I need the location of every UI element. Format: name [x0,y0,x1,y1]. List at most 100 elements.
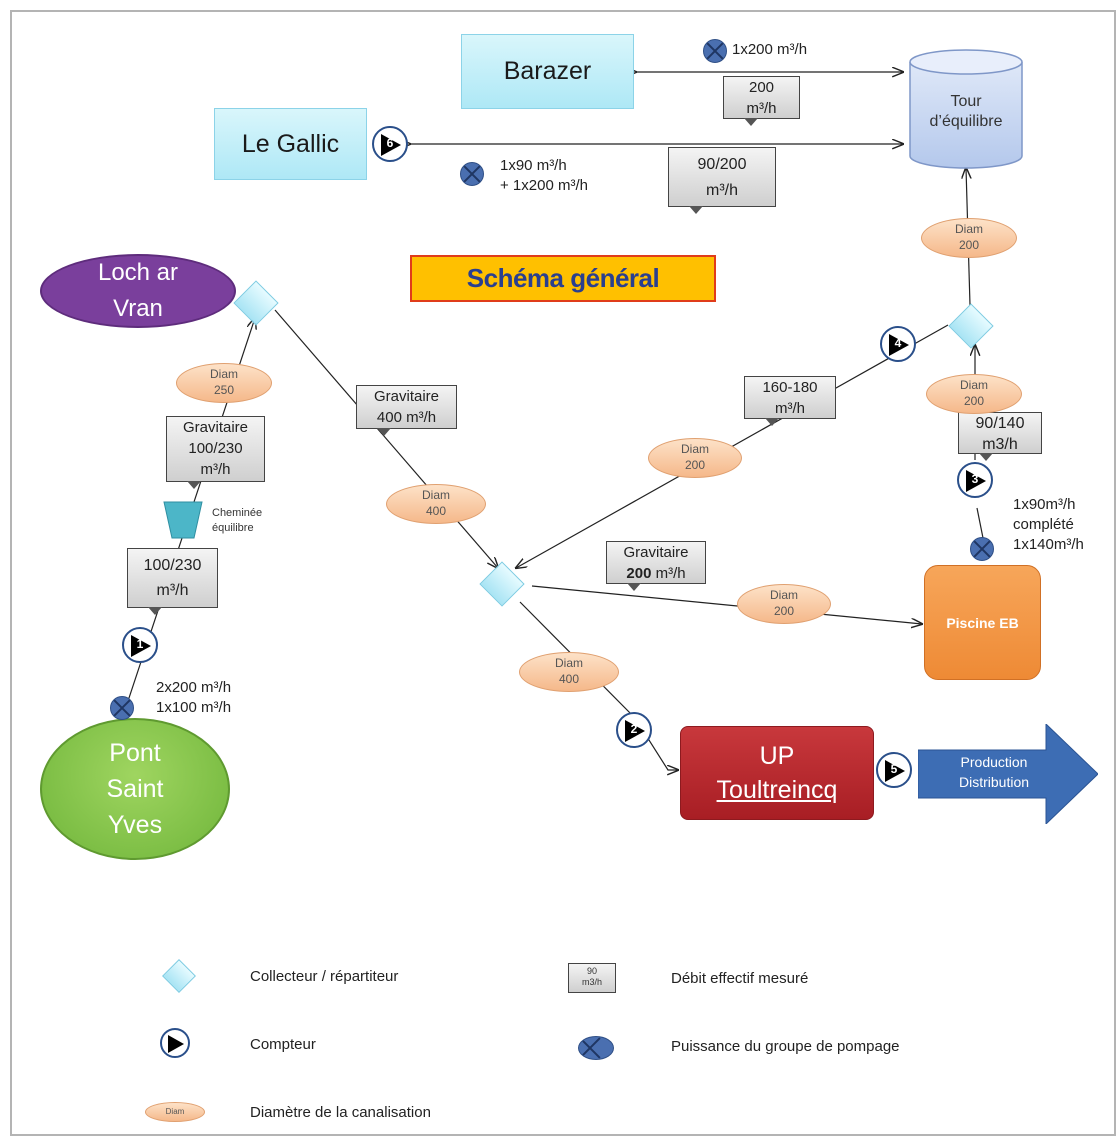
diam-pill-400-a: Diam 400 [386,484,486,524]
compteur-icon-5: 5 [876,752,912,788]
flow-tag-90-140: 90/140 m3/h [958,412,1042,461]
legend-diam-icon-label: Diam [165,1107,185,1116]
diam-pill-250: Diam 250 [176,363,272,403]
flow-tag-90-200-l1: 90/200 [697,156,747,173]
up-toultreincq-node: UP Toultreincq [680,726,874,820]
flow-tag-90-140-l1: 90/140 [975,415,1025,432]
diam-pill-200-piscine-l1: Diam [769,588,798,602]
diam-pill-400-a-l1: Diam [421,488,450,502]
piscine-label: Piscine EB [946,614,1019,631]
diam-pill-200-right-l2: 200 [963,394,985,408]
diam-pill-250-l2: 250 [213,383,235,397]
piscine-eb-node: Piscine EB [924,565,1041,680]
pump-annotation-piscine-l3: 1x140m³/h [1013,536,1084,553]
compteur-4-number: 4 [894,336,902,350]
compteur-5-number: 5 [890,762,898,776]
tour-cylinder-shape [909,49,1023,169]
line-loch-center [274,309,498,568]
compteur-icon-1: 1 [122,627,158,663]
flow-tag-160-180: 160-180 m³/h [744,376,836,426]
up-label-line2: Toultreincq [716,776,838,804]
diam-pill-400-b: Diam 400 [519,652,619,692]
tour-label-line2: d’équilibre [929,113,1003,130]
flow-tag-grav-200-l2: 200 m³/h [607,563,705,584]
flow-tag-90-200-l2: m³/h [706,182,738,199]
flow-tag-grav-400: Gravitaire 400 m³/h [356,385,457,436]
pump-annotation-gallic: 1x90 m³/h + 1x200 m³/h [500,156,588,196]
pump-icon-pont [110,696,134,720]
tour-label-line1: Tour [950,93,982,110]
legend-puissance-label: Puissance du groupe de pompage [671,1038,900,1055]
legend-diam-icon: Diam [145,1102,205,1122]
compteur-icon-3: 3 [957,462,993,498]
barazer-label: Barazer [503,57,592,85]
diam-pill-200-right-l1: Diam [959,378,988,392]
cheminee-label-line1: Cheminée [212,507,263,519]
production-label: Production [960,754,1028,770]
compteur-3-number: 3 [971,472,979,486]
compteur-6-number: 6 [386,136,394,150]
diam-pill-200-tour: Diam 200 [921,218,1017,258]
legend-debit-icon: 90 m3/h [568,963,616,993]
loch-ar-vran-node: Loch ar Vran [40,254,236,328]
flow-tag-160-180-l1: 160-180 [762,379,818,396]
legend-compteur-label: Compteur [250,1036,316,1053]
loch-label-line1: Loch ar [97,259,179,286]
diam-pill-200-right: Diam 200 [926,374,1022,414]
flow-tag-grav-100-230-l1: Gravitaire [182,419,249,436]
diam-pill-200-piscine: Diam 200 [737,584,831,624]
flow-tag-grav-100-230-l3: m³/h [200,461,231,478]
pump-annotation-piscine-l2: complété [1013,516,1074,533]
tour-equilibre-node: Tour d’équilibre [908,48,1024,170]
pont-label-line3: Yves [107,811,163,839]
diam-pill-200-tour-l1: Diam [954,222,983,236]
compteur-1-number: 1 [136,637,144,651]
pump-annotation-piscine-l1: 1x90m³/h [1013,496,1076,513]
diam-pill-400-a-l2: 400 [425,504,447,518]
production-distribution-arrow: Production Distribution [917,722,1099,826]
pump-icon-gallic [460,162,484,186]
legend-pump-icon [578,1036,614,1060]
legend-compteur-icon [160,1028,190,1058]
pump-annotation-gallic-l2: + 1x200 m³/h [500,177,588,194]
pump-annotation-pont: 2x200 m³/h 1x100 m³/h [156,678,231,718]
flow-tag-160-180-l2: m³/h [775,400,805,417]
diam-pill-200-mid-l1: Diam [680,442,709,456]
legend-diametre-label: Diamètre de la canalisation [250,1104,431,1121]
flow-tag-grav-100-230: Gravitaire 100/230 m³/h [166,416,265,489]
cheminee-label: Cheminée équilibre [212,506,262,536]
line-meter3-pump [976,507,984,539]
flow-tag-100-230: 100/230 m³/h [127,548,218,615]
diagram-frame [10,10,1116,1136]
pump-annotation-barazer: 1x200 m³/h [732,41,808,58]
legend-debit-icon-l2: m3/h [581,977,602,987]
flow-tag-grav-200-unit: m³/h [651,565,686,582]
flow-tag-grav-400-l1: Gravitaire [373,388,440,405]
pump-annotation-gallic-l1: 1x90 m³/h [500,157,567,174]
flow-tag-grav-200-value: 200 [626,565,652,582]
cheminee-label-line2: équilibre [212,522,254,534]
diam-pill-250-l1: Diam [209,367,238,381]
flow-tag-grav-200-l1: Gravitaire [623,544,689,561]
compteur-icon-2: 2 [616,712,652,748]
pump-annotation-pont-l2: 1x100 m³/h [156,699,232,716]
compteur-icon-6: 6 [372,126,408,162]
flow-tag-90-140-l2: m3/h [982,436,1018,453]
pump-icon-piscine [970,537,994,561]
pont-label-line1: Pont [109,739,161,767]
barazer-node: Barazer [461,34,634,109]
flow-tag-90-200: 90/200 m³/h [668,147,776,214]
flow-tag-grav-200: Gravitaire 200 m³/h [606,541,706,591]
diagram-title-text: Schéma général [466,263,660,293]
le-gallic-label: Le Gallic [241,129,340,158]
arrow-shape [917,722,1099,826]
flow-tag-grav-100-230-l2: 100/230 [188,440,243,457]
flow-tag-100-230-l2: m³/h [156,582,189,599]
legend-collecteur-label: Collecteur / répartiteur [250,968,399,985]
distribution-label: Distribution [958,774,1030,790]
diam-pill-400-b-l2: 400 [558,672,580,686]
legend-debit-label: Débit effectif mesuré [671,970,809,987]
flow-tag-200-l2: m³/h [746,100,777,117]
flow-tag-grav-400-l2: 400 m³/h [376,409,437,426]
